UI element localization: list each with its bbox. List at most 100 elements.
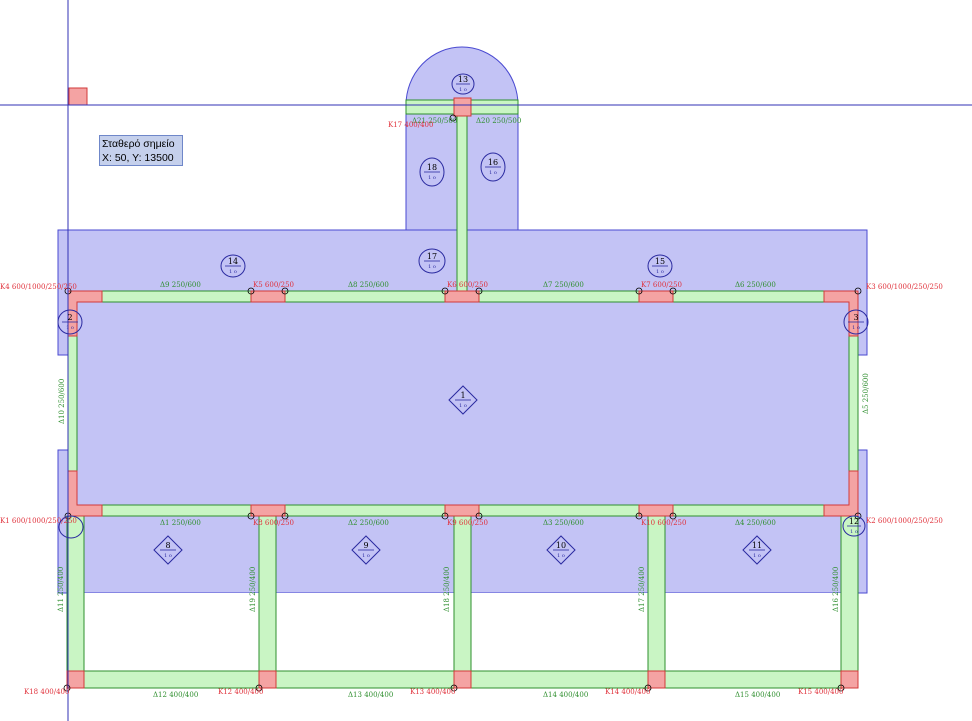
slab-marker[interactable]: 2 1 ο — [57, 309, 83, 335]
beam-label: Δ12 400/400 — [153, 691, 198, 699]
slab-marker[interactable]: 9 1 ο — [351, 535, 381, 565]
beam-label: Δ11 250/400 — [57, 567, 65, 612]
beam-label: Δ6 250/600 — [735, 281, 776, 289]
slab-sub: 1 ο — [753, 553, 761, 559]
column-k14[interactable] — [647, 670, 666, 689]
slab-sub: 1 ο — [489, 170, 497, 176]
slab-number: 17 — [427, 252, 437, 261]
column-k7[interactable] — [638, 290, 674, 303]
column-label: Κ14 400/400 — [605, 688, 650, 696]
slab-number: 8 — [165, 541, 170, 550]
beam-labels: Δ1 250/600 Δ2 250/600 Δ3 250/600 Δ4 250/… — [57, 117, 870, 699]
beam-label: Δ4 250/600 — [735, 519, 776, 527]
column-label: Κ13 400/400 — [410, 688, 455, 696]
slab-sub: 1 ο — [850, 529, 858, 535]
slab-marker[interactable]: 10 1 ο — [546, 535, 576, 565]
slab-number: 12 — [849, 517, 859, 526]
slab-sub: 1 ο — [229, 269, 237, 275]
slab-marker[interactable]: 18 1 ο — [419, 157, 445, 187]
column-label: Κ17 400/400 — [388, 121, 433, 129]
tooltip-title: Σταθερό σημείο — [102, 138, 175, 150]
slab-marker[interactable]: 17 1 ο — [418, 248, 446, 274]
slab-sub: 1 ο — [459, 403, 467, 409]
column-k18[interactable] — [66, 670, 85, 689]
beam-left-lower[interactable] — [66, 515, 85, 689]
column-label: Κ6 600/250 — [447, 281, 488, 289]
slab-marker[interactable]: 14 1 ο — [220, 254, 246, 278]
beam-apse-left-v[interactable] — [456, 113, 468, 292]
beam-label: Δ8 250/600 — [348, 281, 389, 289]
slab-number: 1 — [460, 391, 465, 400]
column-label: Κ5 600/250 — [253, 281, 294, 289]
slab-sub: 1 ο — [362, 553, 370, 559]
column-k13[interactable] — [453, 670, 472, 689]
column-k5[interactable] — [250, 290, 286, 303]
slab-marker[interactable]: 8 1 ο — [153, 535, 183, 565]
column-label: Κ2 600/1000/250/250 — [866, 517, 943, 525]
slab-marker[interactable]: 3 1 ο — [843, 309, 869, 335]
slab-number: 16 — [488, 158, 498, 167]
beam-label: Δ1 250/600 — [160, 519, 201, 527]
beam-v19[interactable] — [258, 515, 277, 689]
column-k9[interactable] — [444, 504, 480, 517]
slab-marker[interactable]: 13 1 ο — [451, 73, 475, 95]
beam-label: Δ13 400/400 — [348, 691, 393, 699]
slab-sub: 1 ο — [66, 325, 74, 331]
column-k17[interactable] — [453, 97, 472, 117]
fixed-point-marker[interactable] — [68, 87, 88, 106]
beam-v18[interactable] — [453, 515, 472, 689]
slab-sub: 1 ο — [428, 264, 436, 270]
column-k6[interactable] — [444, 290, 480, 303]
slab-marker[interactable]: 15 1 ο — [647, 254, 673, 278]
slab-number: 10 — [556, 541, 566, 550]
beam-label: Δ2 250/600 — [348, 519, 389, 527]
slab-marker[interactable]: 1 1 ο — [448, 385, 478, 415]
column-corner-tr[interactable] — [823, 290, 859, 337]
slab-number: 11 — [752, 541, 762, 550]
beam-nodes — [63, 114, 862, 692]
column-k12[interactable] — [258, 670, 277, 689]
column-label: Κ1 600/1000/250/250 — [0, 517, 77, 525]
beam-label: Δ19 250/400 — [249, 567, 257, 612]
column-label: Κ9 600/250 — [447, 519, 488, 527]
slab-sub: 1 ο — [459, 87, 467, 93]
beam-label: Δ17 250/400 — [638, 567, 646, 612]
slab-marker[interactable]: 12 1 ο — [842, 515, 866, 537]
column-labels: Κ1 600/1000/250/250 Κ2 600/1000/250/250 … — [0, 121, 943, 696]
column-label: Κ18 400/400 — [24, 688, 69, 696]
beam-label: Δ10 250/600 — [58, 379, 66, 424]
beam-label: Δ7 250/600 — [543, 281, 584, 289]
tooltip-coords: X: 50, Y: 13500 — [102, 152, 174, 164]
beam-v17[interactable] — [647, 515, 666, 689]
slab-sub: 1 ο — [557, 553, 565, 559]
column-k8[interactable] — [250, 504, 286, 517]
beam-label: Δ20 250/500 — [476, 117, 521, 125]
slab-sub: 1 ο — [428, 175, 436, 181]
column-label: Κ7 600/250 — [641, 281, 682, 289]
slab-number: 15 — [655, 257, 665, 266]
beam-label: Δ5 250/600 — [862, 373, 870, 414]
beam-label: Δ3 250/600 — [543, 519, 584, 527]
slab-number: 13 — [458, 75, 468, 84]
slab-sub: 1 ο — [852, 325, 860, 331]
slab-number: 2 — [67, 313, 72, 322]
column-label: Κ3 600/1000/250/250 — [866, 283, 943, 291]
column-corner-br[interactable] — [823, 470, 859, 517]
column-label: Κ15 400/400 — [798, 688, 843, 696]
beam-right-lower[interactable] — [840, 515, 859, 689]
column-k15[interactable] — [840, 670, 859, 689]
slab-marker[interactable] — [58, 515, 84, 539]
slab-sub: 1 ο — [164, 553, 172, 559]
beam-label: Δ9 250/600 — [160, 281, 201, 289]
slab-number: 9 — [363, 541, 368, 550]
fixed-point-tooltip: Σταθερό σημείο X: 50, Y: 13500 — [99, 135, 183, 166]
column-label: Κ4 600/1000/250/250 — [0, 283, 77, 291]
column-k10[interactable] — [638, 504, 674, 517]
slab-marker[interactable]: 16 1 ο — [480, 152, 506, 182]
beam-label: Δ14 400/400 — [543, 691, 588, 699]
slab-marker[interactable]: 11 1 ο — [742, 535, 772, 565]
columns — [66, 87, 859, 689]
slab-sub: 1 ο — [656, 269, 664, 275]
